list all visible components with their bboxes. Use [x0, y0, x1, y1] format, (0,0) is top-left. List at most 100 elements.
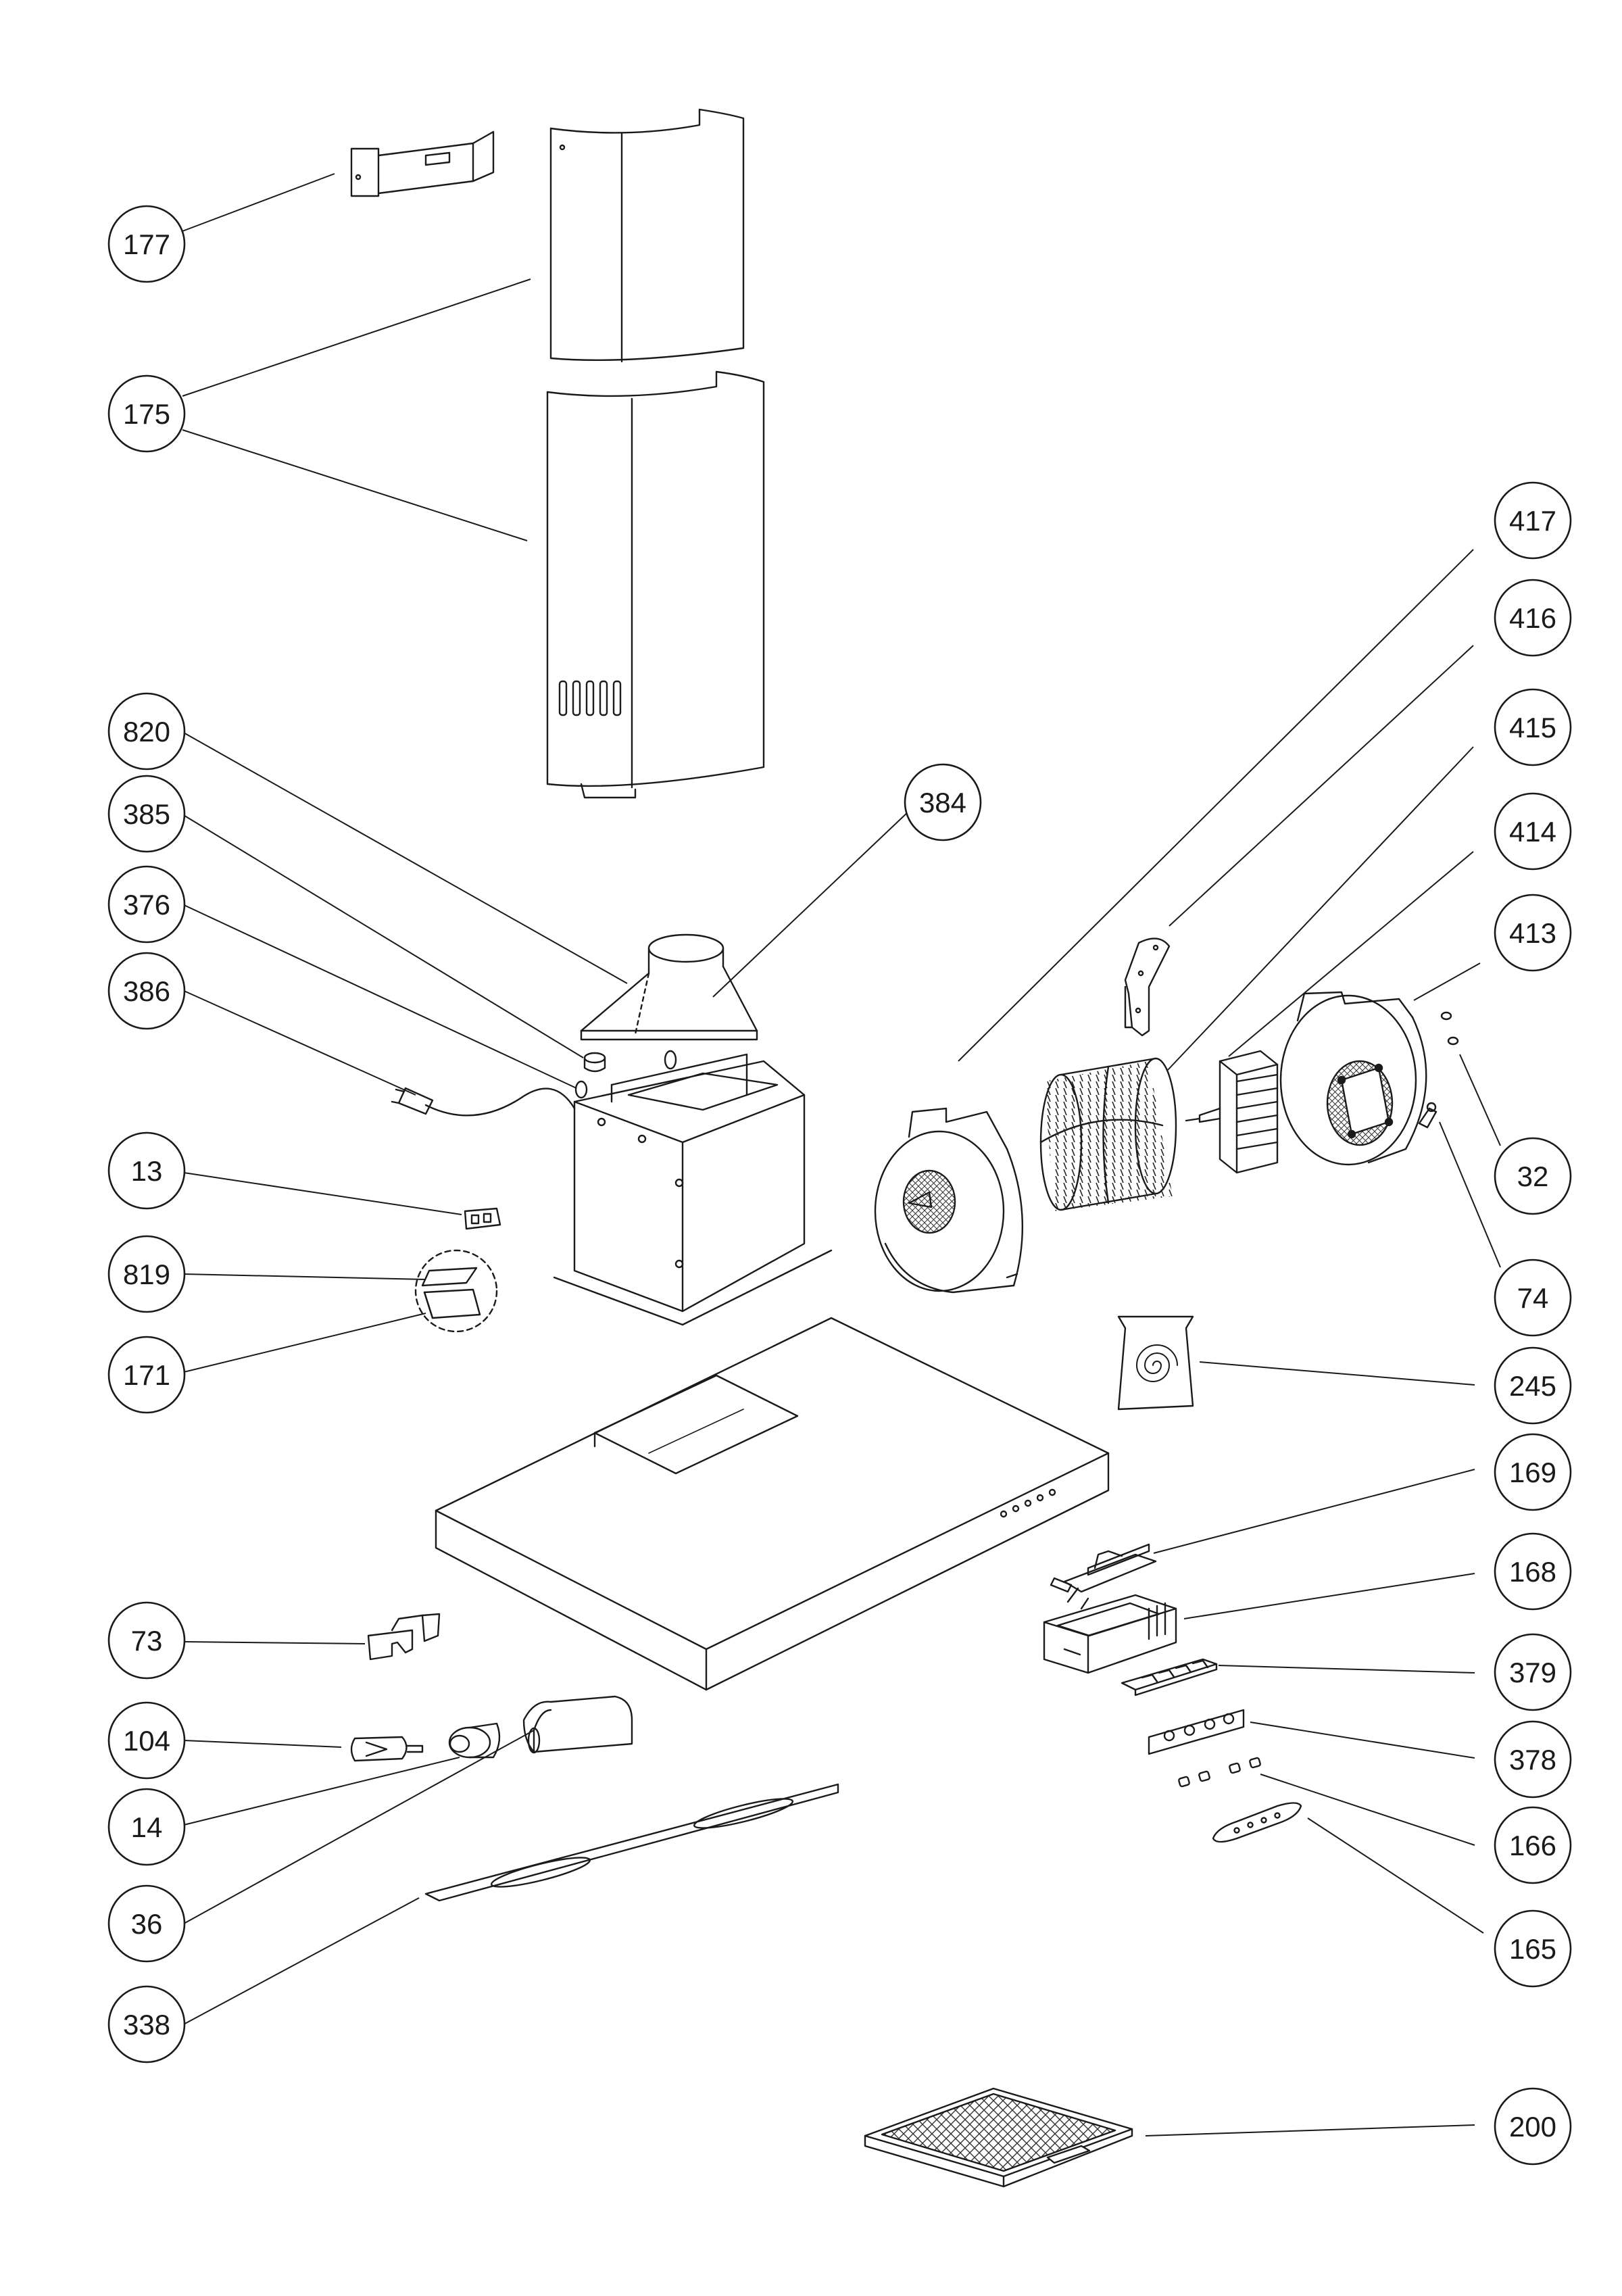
callout-label: 168 [1509, 1556, 1556, 1588]
callout-circle [1494, 1909, 1572, 1988]
callout-label: 819 [123, 1259, 170, 1290]
part-385-grommet [583, 1052, 606, 1073]
callout-415: 415 [1494, 688, 1572, 766]
callout-177: 177 [107, 205, 186, 283]
part-104-lamp-holder [350, 1736, 424, 1762]
callout-label: 413 [1509, 917, 1556, 949]
callout-label: 104 [123, 1725, 170, 1757]
part-166-push-buttons [1178, 1757, 1261, 1788]
callout-label: 386 [123, 975, 170, 1007]
callout-label: 177 [123, 228, 170, 260]
callout-label: 378 [1509, 1744, 1556, 1776]
part-177-chimney-bracket [350, 130, 495, 197]
callout-label: 414 [1509, 816, 1556, 848]
callout-circle [107, 1336, 186, 1414]
callout-circle [107, 1884, 186, 1963]
callout-820: 820 [107, 692, 186, 771]
callout-label: 36 [131, 1908, 163, 1940]
callout-label: 379 [1509, 1657, 1556, 1688]
callout-circle [1494, 1137, 1572, 1215]
part-417-blower-housing [874, 1107, 1023, 1294]
callout-label: 200 [1509, 2111, 1556, 2143]
part-175-upper-chimney [549, 108, 745, 363]
callout-circle [107, 374, 186, 453]
callout-circle [1494, 1532, 1572, 1611]
part-169-pcb-cover [1050, 1543, 1157, 1610]
callout-label: 74 [1517, 1282, 1549, 1314]
part-414-motor [1185, 1050, 1279, 1174]
part-386-power-cord [391, 1087, 576, 1117]
callout-label: 338 [123, 2009, 170, 2041]
callout-36: 36 [107, 1884, 186, 1963]
callout-circle [1494, 1720, 1572, 1799]
callout-171: 171 [107, 1336, 186, 1414]
callout-label: 417 [1509, 505, 1556, 537]
callout-13: 13 [107, 1131, 186, 1210]
part-415-blower-wheel [1039, 1057, 1177, 1211]
callout-338: 338 [107, 1985, 186, 2063]
callout-label: 32 [1517, 1161, 1549, 1192]
callout-label: 73 [131, 1625, 163, 1657]
callout-circle [1494, 792, 1572, 871]
callout-label: 376 [123, 889, 170, 921]
callout-168: 168 [1494, 1532, 1572, 1611]
callout-circle [107, 1985, 186, 2063]
callout-label: 171 [123, 1359, 170, 1391]
callout-label: 169 [1509, 1457, 1556, 1488]
callout-circle [1494, 1433, 1572, 1511]
part-32-screws [1440, 1011, 1459, 1046]
callout-417: 417 [1494, 481, 1572, 560]
callout-circle [1494, 1346, 1572, 1425]
callout-385: 385 [107, 775, 186, 853]
part-13-terminal-block [464, 1207, 501, 1230]
part-171-detail-view [414, 1249, 498, 1333]
part-168-electronics-box [1043, 1594, 1177, 1674]
callout-416: 416 [1494, 579, 1572, 657]
callout-label: 415 [1509, 712, 1556, 743]
callout-label: 416 [1509, 602, 1556, 634]
callout-245: 245 [1494, 1346, 1572, 1425]
callout-74: 74 [1494, 1259, 1572, 1337]
callout-circle [1494, 894, 1572, 972]
callout-circle [107, 865, 186, 944]
callout-circle [1494, 1259, 1572, 1337]
callout-circle [1494, 1806, 1572, 1884]
part-416-motor-bracket [1124, 937, 1171, 1037]
callout-label: 166 [1509, 1830, 1556, 1861]
callout-165: 165 [1494, 1909, 1572, 1988]
callout-379: 379 [1494, 1633, 1572, 1711]
callout-73: 73 [107, 1601, 186, 1680]
part-74-screw [1418, 1102, 1437, 1129]
callout-384: 384 [904, 763, 982, 841]
callout-circle [107, 952, 186, 1030]
callout-label: 245 [1509, 1370, 1556, 1402]
part-379-switch-strip [1121, 1658, 1218, 1696]
callout-bubbles: 177 175 820 385 376 386 13 819 171 73 104 14 36 338 38… [107, 205, 1572, 2166]
callout-376: 376 [107, 865, 186, 944]
callout-circle [107, 1701, 186, 1780]
callout-label: 165 [1509, 1933, 1556, 1965]
callout-413: 413 [1494, 894, 1572, 972]
leader-lines [182, 173, 1501, 2136]
callout-circle [107, 1235, 186, 1313]
hood-control-buttons [1000, 1488, 1056, 1518]
callout-label: 385 [123, 798, 170, 830]
callout-circle [107, 1601, 186, 1680]
callout-14: 14 [107, 1788, 186, 1866]
callout-label: 13 [131, 1155, 163, 1187]
callout-circle [107, 1131, 186, 1210]
callout-32: 32 [1494, 1137, 1572, 1215]
callout-819: 819 [107, 1235, 186, 1313]
callout-200: 200 [1494, 2087, 1572, 2166]
part-200-grease-filter [864, 2087, 1133, 2188]
part-338-glass-panel [424, 1783, 839, 1902]
callout-175: 175 [107, 374, 186, 453]
part-245-hardware-bag [1117, 1315, 1194, 1411]
callout-386: 386 [107, 952, 186, 1030]
part-376-motor-box [553, 1050, 833, 1326]
callout-169: 169 [1494, 1433, 1572, 1511]
part-175-lower-chimney [546, 370, 765, 799]
callout-circle [1494, 481, 1572, 560]
part-73-clip [367, 1613, 441, 1661]
part-378-control-plate [1148, 1709, 1245, 1755]
